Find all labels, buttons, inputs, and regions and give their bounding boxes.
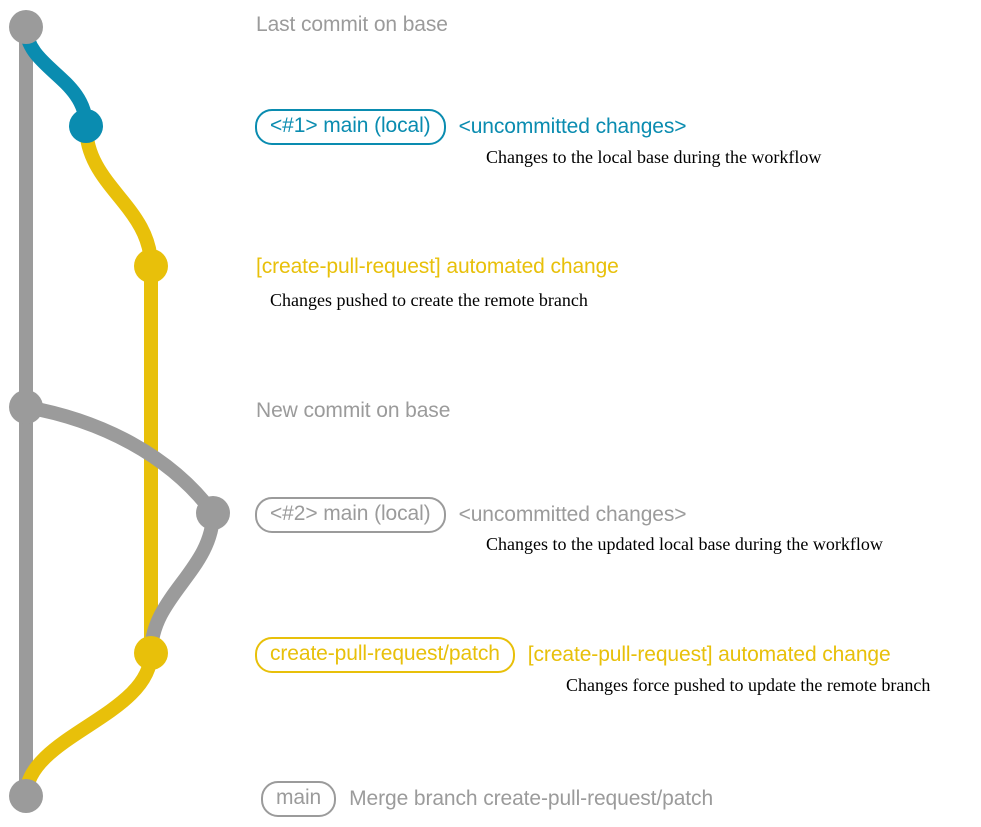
entry-local-1: <#1> main (local) <uncommitted changes>: [255, 109, 687, 145]
entry-new-commit-on-base: New commit on base: [256, 399, 450, 423]
node-last-commit-on-base[interactable]: [9, 10, 43, 44]
edge-local-1-to-patch-1: [79, 119, 158, 273]
entry-automated-change-1: [create-pull-request] automated change: [256, 255, 619, 279]
commit-headline: New commit on base: [256, 399, 451, 422]
branch-pill-create-pull-request-patch[interactable]: create-pull-request/patch: [255, 637, 515, 673]
entry-local-2: <#2> main (local) <uncommitted changes>: [255, 497, 687, 533]
commit-subtext-automated-change-1: Changes pushed to create the remote bran…: [270, 290, 588, 310]
commit-headline: [create-pull-request] automated change: [527, 643, 891, 666]
branch-pill-main-local-1[interactable]: <#1> main (local): [255, 109, 446, 145]
commit-subtext-automated-change-2: Changes force pushed to update the remot…: [566, 675, 931, 695]
commit-headline: <uncommitted changes>: [458, 503, 687, 526]
entry-merge-commit: main Merge branch create-pull-request/pa…: [261, 781, 713, 817]
edge-patch-2-to-merge: [19, 646, 158, 803]
commit-headline: Merge branch create-pull-request/patch: [349, 787, 714, 810]
edge-base-to-local-2: [19, 400, 220, 520]
node-new-commit-on-base[interactable]: [9, 390, 43, 424]
commit-subtext-local-2: Changes to the updated local base during…: [486, 534, 883, 554]
node-merge-commit[interactable]: [9, 779, 43, 813]
edge-base-to-local-1: [19, 20, 93, 133]
node-local-2[interactable]: [196, 496, 230, 530]
edge-local-2-to-patch-2: [144, 506, 220, 660]
commit-subtext-local-1: Changes to the local base during the wor…: [486, 147, 822, 167]
commit-headline: <uncommitted changes>: [458, 115, 687, 138]
entry-automated-change-2: create-pull-request/patch [create-pull-r…: [255, 637, 891, 673]
branch-pill-main-local-2[interactable]: <#2> main (local): [255, 497, 446, 533]
branch-pill-main[interactable]: main: [261, 781, 337, 817]
node-local-1[interactable]: [69, 109, 103, 143]
commit-headline: Last commit on base: [256, 13, 448, 36]
node-automated-change-1[interactable]: [134, 249, 168, 283]
entry-last-commit-on-base: Last commit on base: [256, 13, 448, 37]
node-automated-change-2[interactable]: [134, 636, 168, 670]
commit-headline: [create-pull-request] automated change: [256, 255, 619, 278]
